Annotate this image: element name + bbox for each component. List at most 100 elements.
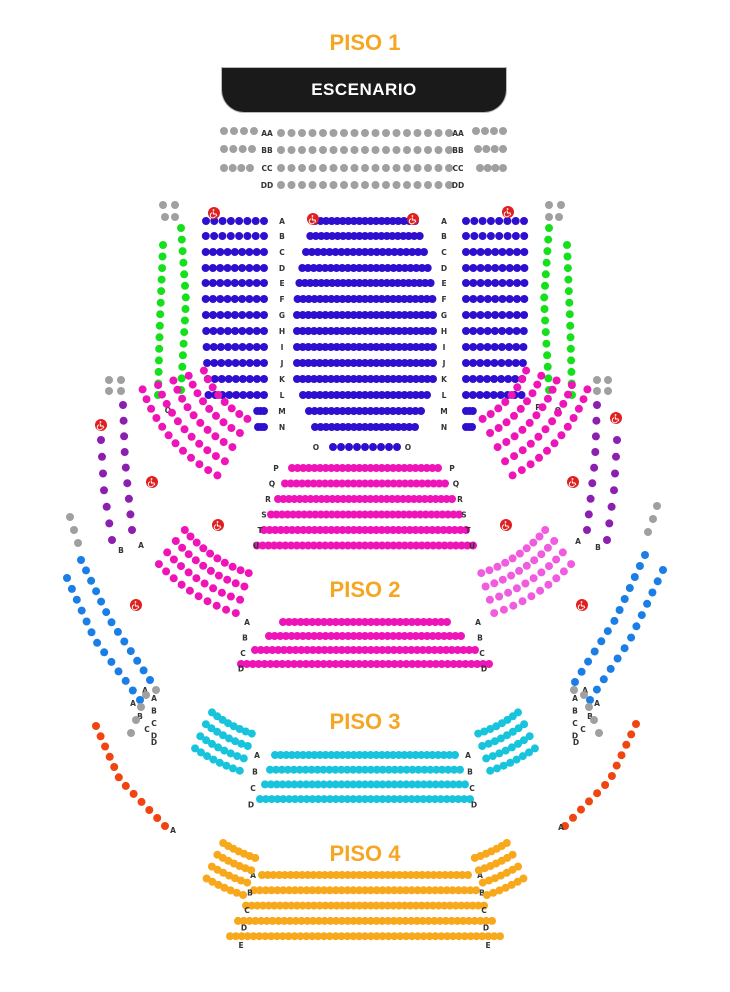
seat[interactable] [580,691,588,699]
seat[interactable] [431,618,440,626]
seat[interactable] [445,146,453,154]
seat[interactable] [328,279,337,287]
seat[interactable] [326,646,335,654]
seat[interactable] [361,541,369,550]
seat[interactable] [290,660,299,668]
seat[interactable] [449,510,458,519]
seat[interactable] [113,627,122,636]
seat[interactable] [271,765,280,774]
seat[interactable] [361,510,369,519]
seat[interactable] [350,181,359,189]
seat[interactable] [419,780,428,789]
seat[interactable] [338,423,347,431]
seat[interactable] [436,646,445,654]
seat[interactable] [263,871,272,879]
seat[interactable] [536,586,545,595]
seat[interactable] [372,886,381,895]
seat[interactable] [310,407,319,415]
seat[interactable] [231,375,240,383]
seat[interactable] [332,311,341,319]
seat[interactable] [260,423,268,431]
seat[interactable] [361,407,369,415]
seat[interactable] [327,526,336,534]
seat[interactable] [132,716,140,724]
seat[interactable] [310,464,319,472]
seat[interactable] [440,632,449,640]
seat[interactable] [152,686,160,694]
seat[interactable] [314,646,323,654]
seat[interactable] [417,901,426,910]
seat[interactable] [96,732,105,741]
seat[interactable] [653,577,662,586]
seat[interactable] [389,407,397,415]
seat[interactable] [542,339,551,348]
seat[interactable] [308,129,317,137]
seat[interactable] [343,871,352,879]
seat[interactable] [644,528,652,536]
seat[interactable] [108,536,116,544]
seat[interactable] [434,464,442,472]
seat[interactable] [344,526,353,534]
seat[interactable] [277,146,285,154]
seat[interactable] [329,164,338,172]
seat[interactable] [308,932,317,941]
seat[interactable] [393,495,402,503]
seat[interactable] [338,295,347,303]
seat[interactable] [250,886,258,895]
seat[interactable] [476,279,485,287]
seat[interactable] [257,916,266,925]
seat[interactable] [489,391,498,399]
seat[interactable] [284,660,293,668]
seat[interactable] [306,495,315,503]
seat[interactable] [309,479,318,488]
seat[interactable] [384,916,393,925]
seat[interactable] [520,232,529,240]
seat[interactable] [417,464,426,472]
seat[interactable] [121,463,130,472]
seat[interactable] [383,423,392,431]
seat[interactable] [522,544,531,553]
seat[interactable] [502,418,511,427]
seat[interactable] [406,479,415,488]
seat[interactable] [344,311,352,319]
seat[interactable] [478,217,487,225]
seat[interactable] [413,916,421,925]
seat[interactable] [417,343,426,351]
seat[interactable] [349,780,358,789]
seat[interactable] [414,248,423,256]
seat[interactable] [385,443,393,451]
seat[interactable] [349,765,358,774]
seat[interactable] [326,541,335,550]
seat[interactable] [421,510,430,519]
seat[interactable] [245,359,254,367]
seat[interactable] [469,375,477,383]
seat[interactable] [260,248,268,256]
seat[interactable] [446,541,455,550]
seat[interactable] [595,729,603,737]
seat[interactable] [338,217,347,225]
seat[interactable] [319,765,328,774]
seat[interactable] [208,383,217,392]
seat[interactable] [284,618,293,626]
seat[interactable] [366,916,375,925]
seat[interactable] [288,464,296,472]
seat[interactable] [321,464,330,472]
seat[interactable] [439,526,448,534]
seat[interactable] [491,164,500,172]
seat[interactable] [235,429,244,437]
seat[interactable] [564,275,573,284]
seat[interactable] [488,752,497,761]
seat[interactable] [491,248,500,256]
seat[interactable] [355,646,364,654]
seat[interactable] [314,886,323,895]
seat[interactable] [450,765,459,774]
seat[interactable] [191,556,200,565]
seat[interactable] [349,295,358,303]
seat[interactable] [401,871,410,879]
seat[interactable] [384,765,393,774]
seat[interactable] [456,526,465,534]
seat[interactable] [401,916,410,925]
seat[interactable] [279,886,288,895]
seat[interactable] [529,538,538,547]
seat[interactable] [570,686,578,694]
